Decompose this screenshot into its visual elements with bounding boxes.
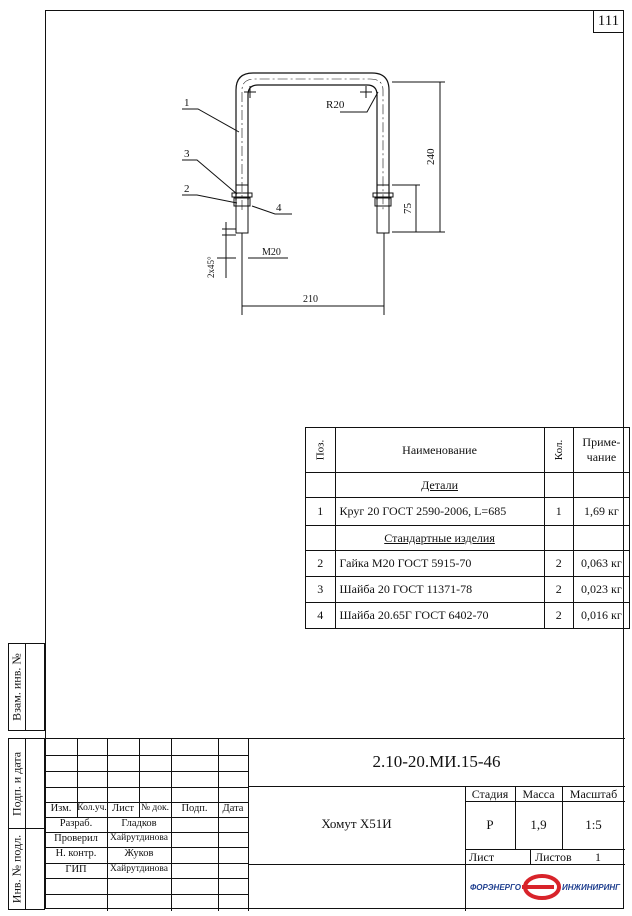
role-chief-engineer: ГИП (65, 864, 87, 875)
dim-thread: M20 (262, 247, 281, 258)
scale-label: Масштаб (569, 787, 618, 801)
header-note: Приме-чание (572, 427, 630, 473)
strip-sign-date: Подп. и дата (8, 738, 45, 829)
strip-inv-orig: Инв. № подл. (8, 828, 45, 910)
col-ndok: № док. (140, 803, 169, 813)
designation: 2.10-20.МИ.15-46 (372, 752, 501, 771)
mass-value: 1,9 (530, 817, 547, 832)
callout-3: 3 (184, 148, 190, 160)
callout-4: 4 (276, 202, 282, 214)
col-izm: Изм. (50, 803, 72, 814)
specification-table: Поз. Наименование Кол. Приме-чание Детал… (305, 427, 630, 629)
dim-height: 240 (425, 148, 437, 165)
mass-label: Масса (522, 787, 555, 801)
role-norm-control: Н. контр. (55, 848, 97, 859)
col-list: Лист (112, 803, 134, 814)
name-norm-control: Жуков (124, 848, 154, 859)
sheets-count: 1 (595, 850, 601, 864)
sheet-label: Лист (469, 850, 495, 864)
header-name: Наименование (334, 427, 545, 473)
sheet-number: 111 (593, 10, 624, 33)
col-date: Дата (222, 803, 244, 814)
dim-thread-length: 75 (402, 203, 414, 215)
sheets-label: Листов (535, 850, 572, 864)
col-koluch: Кол.уч. (77, 803, 107, 813)
name-chief-engineer: Хайрутдинова (110, 864, 168, 874)
dim-chamfer: 2x45° (206, 256, 216, 278)
scale-value: 1:5 (585, 817, 602, 832)
company-logo: ФОРЭНЕРГО ИНЖИНИРИНГ (470, 874, 620, 900)
role-checker: Проверил (54, 833, 98, 844)
dim-width: 210 (303, 294, 318, 305)
part-drawing: 1 3 2 4 R20 240 75 2x45° M20 210 (182, 72, 445, 315)
dim-radius: R20 (326, 99, 345, 111)
stage-value: Р (486, 817, 494, 832)
section-parts: Детали (421, 477, 458, 492)
item-name: Хомут Х51И (321, 816, 392, 831)
name-checker: Хайрутдинова (110, 833, 168, 843)
role-developer: Разраб. (59, 818, 93, 829)
header-pos: Поз. (314, 439, 327, 461)
col-podp: Подп. (181, 803, 208, 814)
title-block: Изм. Кол.уч. Лист № док. Подп. Дата Разр… (45, 738, 625, 911)
callout-1: 1 (184, 97, 190, 109)
strip-replace-inv: Взам. инв. № (8, 643, 45, 731)
callout-2: 2 (184, 183, 190, 195)
section-standard: Стандартные изделия (384, 530, 495, 545)
stage-label: Стадия (471, 787, 509, 801)
name-developer: Гладков (121, 818, 157, 829)
header-qty: Кол. (552, 439, 565, 461)
